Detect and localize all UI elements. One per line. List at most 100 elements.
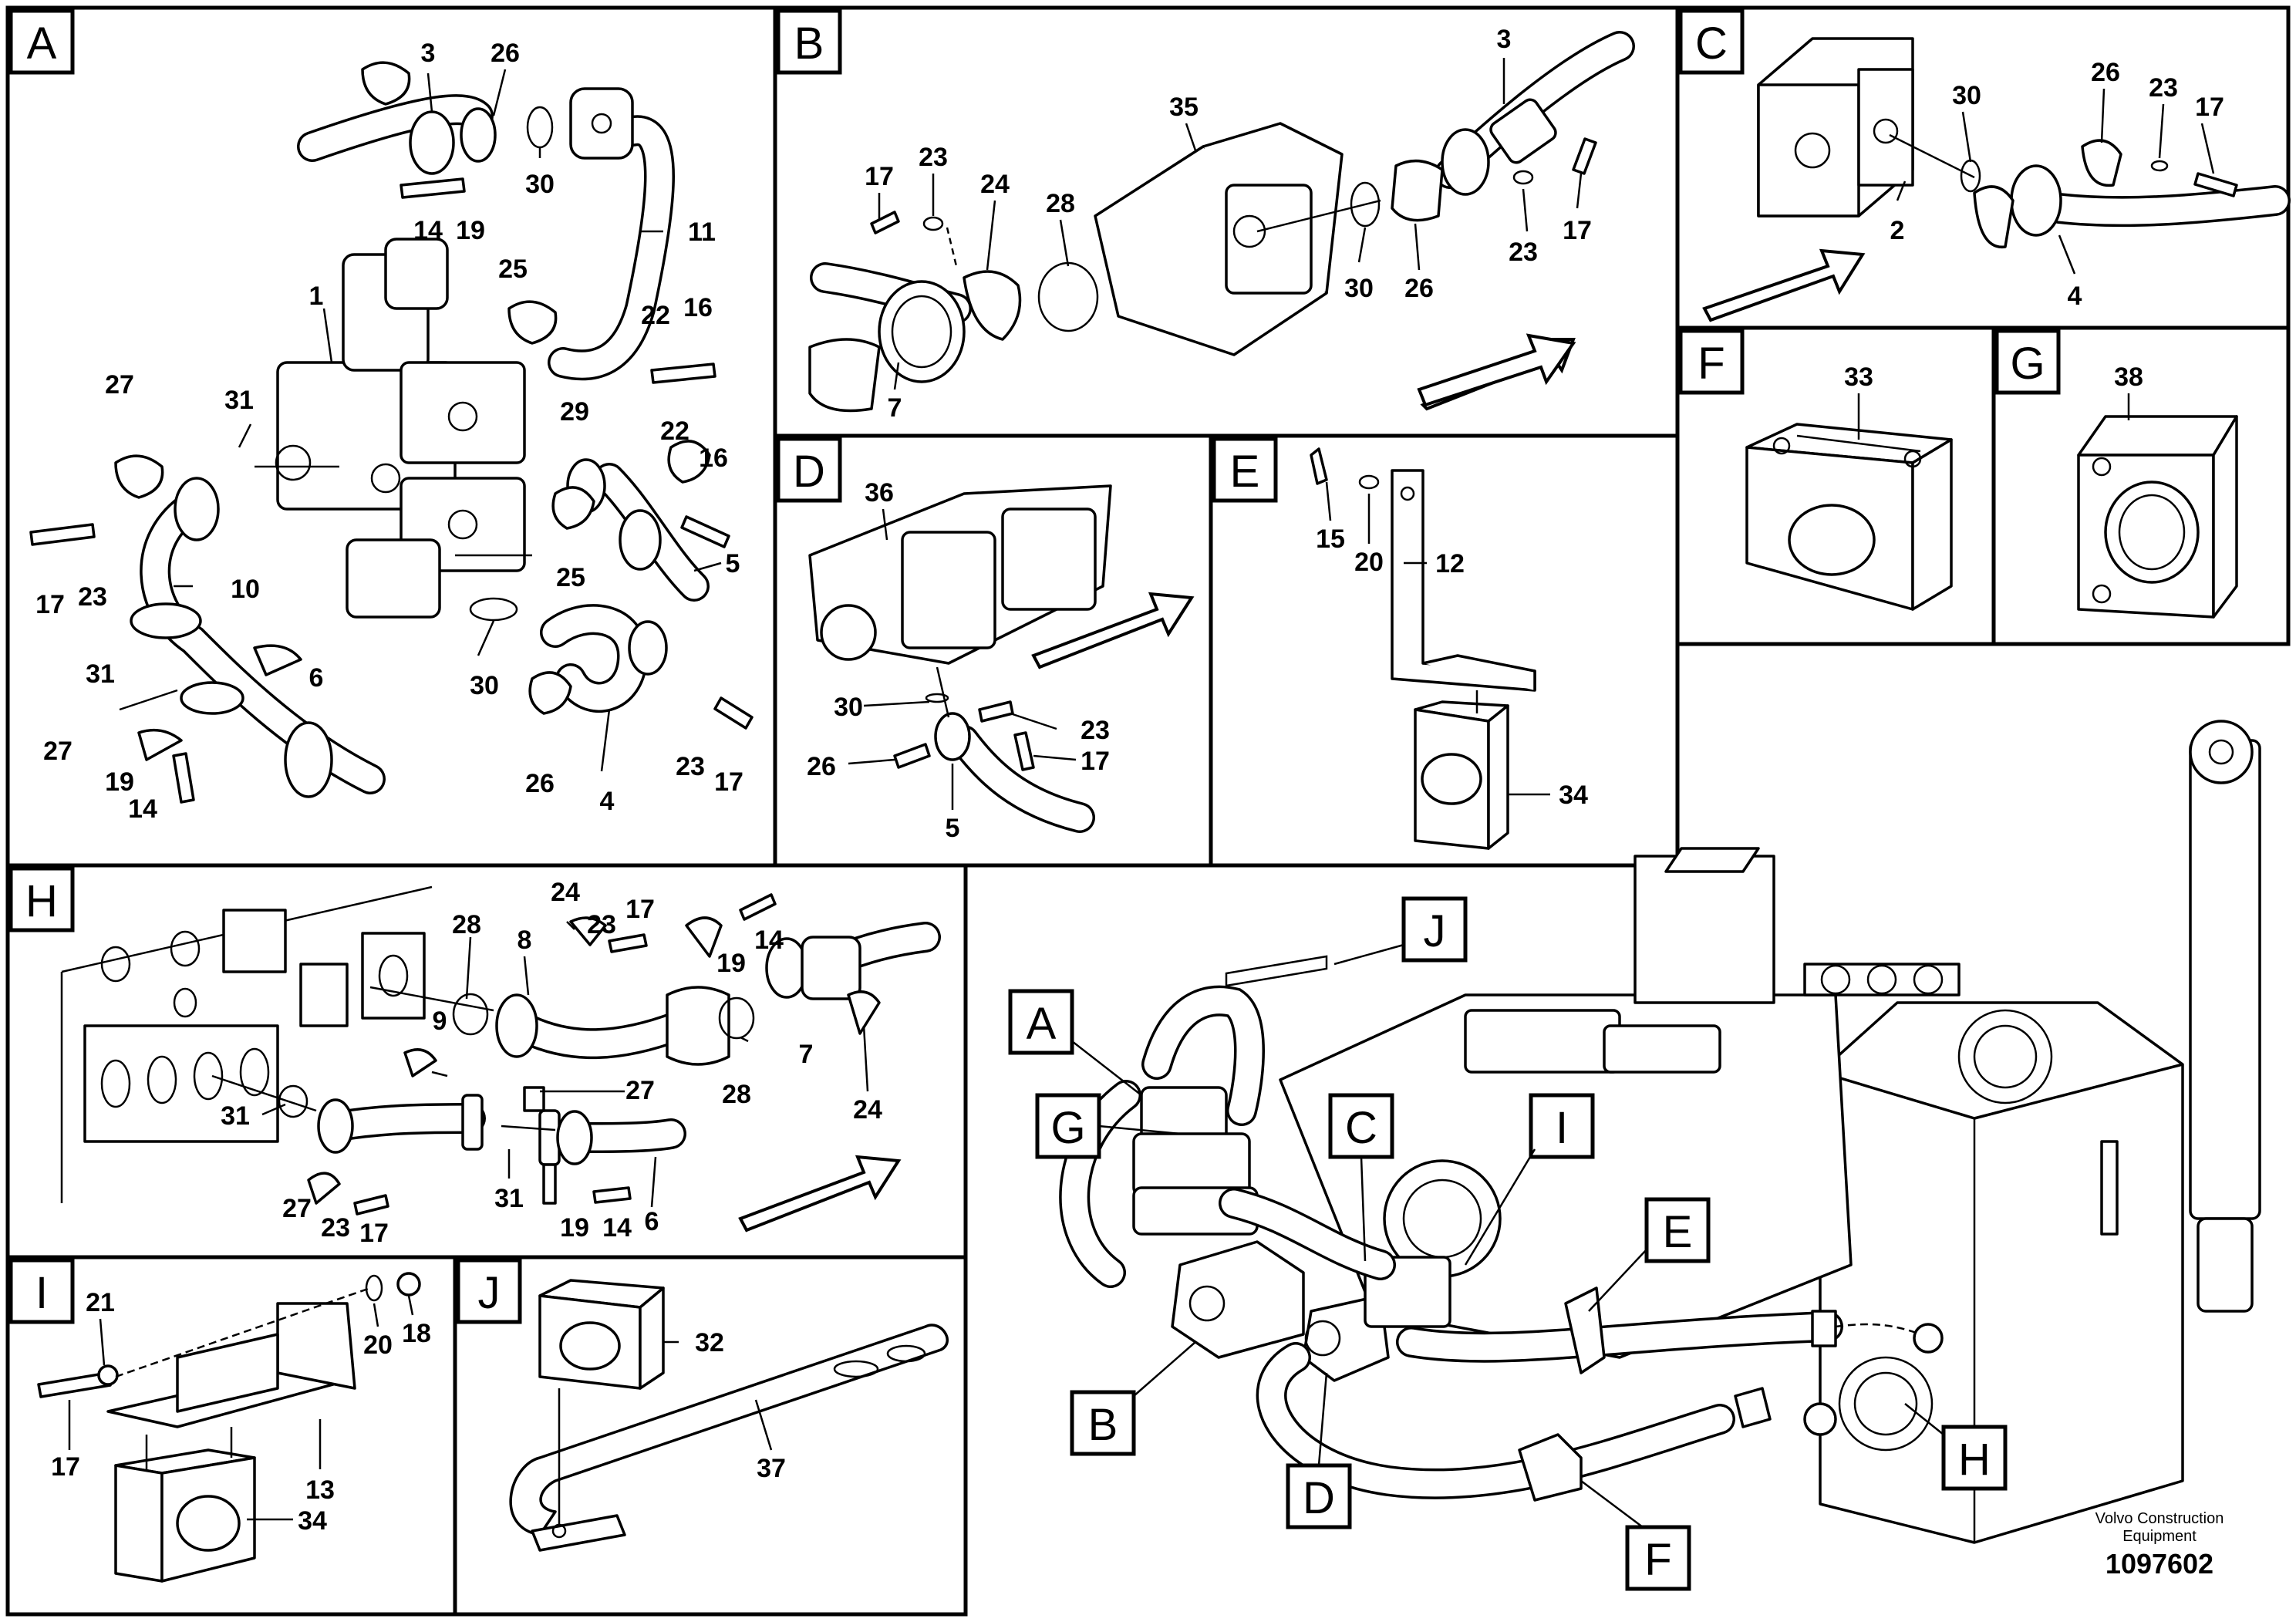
callout: 27 [105, 370, 134, 400]
panel-c: C 30 26 23 17 2 4 [1678, 8, 2291, 322]
callout: 21 [86, 1288, 115, 1317]
panel-c-labels: 30 26 23 17 2 4 [1890, 58, 2224, 311]
overview: J A G C I E B D H [1008, 720, 2261, 1591]
callout: 29 [560, 397, 589, 427]
callout: 17 [625, 895, 655, 924]
callout: 11 [688, 218, 716, 247]
overview-tag-h: H [1958, 1435, 1991, 1485]
callout: 17 [865, 162, 894, 191]
panel-i-tag: I [35, 1268, 48, 1318]
panel-h-tag: H [25, 876, 58, 926]
panel-a-tag-box [8, 8, 75, 75]
panel-h-labels: 28 8 24 23 17 19 14 7 28 24 9 27 31 31 2… [221, 878, 882, 1248]
brand-line1: Volvo Construction [2095, 1510, 2224, 1527]
callout: 27 [625, 1076, 655, 1105]
callout: 28 [1046, 189, 1075, 218]
overview-tag-box [1008, 989, 1074, 1055]
panel-j-tag: J [478, 1268, 501, 1318]
panel-b-tag-box [776, 8, 842, 75]
callout: 14 [413, 216, 443, 245]
overview-tag-j: J [1424, 906, 1446, 956]
overview-tag-b: B [1088, 1400, 1118, 1450]
overview-tag-d: D [1303, 1473, 1335, 1523]
callout: 3 [421, 39, 436, 68]
callout: 31 [494, 1184, 524, 1213]
callout: 1 [309, 282, 324, 311]
callout: 6 [645, 1207, 659, 1236]
callout: 23 [587, 910, 616, 939]
callout: 17 [51, 1452, 80, 1482]
overview-tag-a: A [1027, 999, 1057, 1049]
callout: 35 [1169, 93, 1199, 122]
panel-b-labels: 3 35 17 23 24 28 30 26 23 17 7 [865, 25, 1592, 423]
panel-e-tag: E [1230, 447, 1260, 497]
callout: 10 [231, 575, 260, 604]
overview-tag-box [1401, 896, 1468, 963]
panel-g-tag-box [1994, 329, 2061, 395]
overview-tag-box [1328, 1093, 1394, 1159]
brand-line2: Equipment [2122, 1528, 2197, 1545]
callout: 19 [716, 949, 746, 978]
callout: 30 [525, 170, 555, 199]
callout: 4 [600, 787, 615, 816]
callout: 37 [757, 1454, 786, 1483]
callout: 23 [78, 582, 107, 612]
callout: 28 [722, 1080, 751, 1109]
callout: 31 [224, 386, 254, 415]
panel-i: I 21 20 18 17 13 34 [8, 1258, 431, 1583]
callout: 26 [807, 752, 836, 781]
panel-j-tag-box [456, 1258, 522, 1324]
panel-frames [5, 5, 2291, 1617]
callout: 31 [86, 659, 115, 689]
callout: 26 [2091, 58, 2120, 87]
panel-e-tag-box [1212, 437, 1278, 503]
panel-h: H [8, 866, 941, 1248]
overview-tag-box [1529, 1093, 1595, 1159]
overview-tag-box [1625, 1525, 1691, 1591]
callout: 18 [402, 1319, 431, 1348]
callout: 38 [2114, 363, 2143, 392]
panel-g: G 38 [1994, 329, 2238, 619]
callout: 17 [714, 767, 743, 797]
callout: 17 [1081, 747, 1110, 776]
callout: 17 [35, 590, 65, 619]
panel-i-tag-box [8, 1258, 75, 1324]
callout: 14 [754, 926, 784, 955]
callout: 16 [699, 443, 728, 473]
callout: 7 [799, 1040, 814, 1069]
panel-d-tag-box [776, 437, 842, 503]
callout: 12 [1435, 549, 1465, 578]
panel-f-tag: F [1698, 339, 1725, 389]
callout: 17 [359, 1219, 389, 1248]
panel-a: A [8, 8, 754, 824]
callout: 13 [305, 1475, 335, 1505]
callout: 28 [452, 910, 481, 939]
overview-tag-box [1941, 1425, 2008, 1491]
panel-h-tag-box [8, 866, 75, 932]
callout: 5 [946, 814, 960, 843]
callout: 26 [525, 769, 555, 798]
callout: 22 [641, 301, 670, 330]
callout: 17 [2195, 93, 2224, 122]
overview-tag-i: I [1556, 1103, 1568, 1153]
callout: 31 [221, 1101, 250, 1131]
overview-tag-box [1644, 1197, 1711, 1263]
panel-a-labels: 3 26 30 14 19 11 1 25 22 16 29 27 31 22 … [35, 39, 743, 824]
callout: 33 [1844, 363, 1873, 392]
document-number: 1097602 [2106, 1548, 2213, 1580]
callout: 6 [309, 663, 324, 693]
callout: 30 [1952, 81, 1981, 110]
callout: 2 [1890, 216, 1905, 245]
callout: 15 [1316, 524, 1345, 554]
callout: 16 [683, 293, 713, 322]
panel-g-tag: G [2010, 339, 2045, 389]
overview-tags: J A G C I E B D H [1008, 896, 2008, 1591]
callout: 24 [853, 1095, 882, 1125]
callout: 19 [456, 216, 485, 245]
callout: 22 [660, 416, 689, 446]
callout: 34 [298, 1506, 327, 1536]
panel-a-tag: A [27, 19, 57, 69]
callout: 25 [498, 255, 528, 284]
callout: 23 [1509, 238, 1538, 267]
